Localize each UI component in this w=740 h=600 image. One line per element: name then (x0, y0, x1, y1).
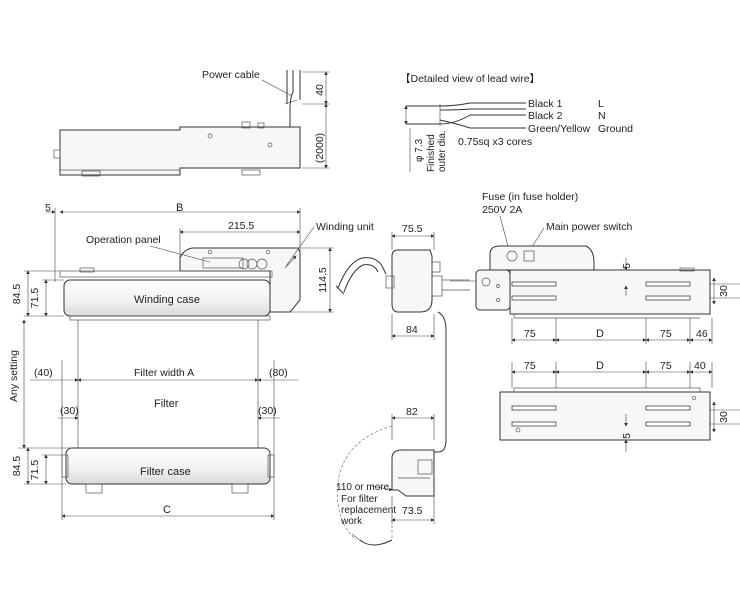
dim-73-5: 73.5 (402, 505, 423, 517)
terminal-ground: Ground (598, 123, 633, 135)
dim-215-5: 215.5 (228, 220, 254, 232)
operation-panel-label: Operation panel (86, 234, 161, 246)
dim-30-left: (30) (60, 405, 79, 417)
dim-114-5: 114.5 (317, 267, 329, 293)
dim-5-right: 5 (621, 263, 633, 269)
dim-40-right: 40 (694, 360, 706, 372)
dim-5-bottom: 5 (621, 433, 633, 439)
main-power-switch-label: Main power switch (546, 221, 633, 233)
dim-84: 84 (406, 324, 418, 336)
dim-30-right: (30) (258, 405, 277, 417)
mounting-view-lower: 75 D 75 40 30 5 (499, 360, 740, 452)
finished-label-2: outer dia. (437, 130, 448, 172)
dim-82: 82 (406, 406, 418, 418)
finished-label-1: Finished (426, 134, 437, 172)
wire-green-yellow: Green/Yellow (528, 123, 590, 135)
lead-wire-detail: 【Detailed view of lead wire】 Black 1 Bla… (400, 73, 633, 172)
filter-case-label: Filter case (140, 466, 191, 478)
clearance-label-2: For filter (341, 494, 378, 505)
front-view: 5 B 215.5 Winding unit Operation panel W… (8, 202, 374, 520)
dim-75-5: 75.5 (402, 223, 423, 235)
clearance-label-1: 110 or more (336, 482, 390, 493)
dim-c: C (163, 504, 171, 516)
dim-b: B (176, 202, 183, 214)
wire-black1: Black 1 (528, 98, 563, 110)
dim-75-d: 75 (660, 360, 672, 372)
filter-label: Filter (154, 398, 179, 410)
dim-5-left: 5 (45, 202, 51, 214)
dim-71-5-top: 71.5 (29, 288, 41, 309)
power-cable-label: Power cable (202, 69, 260, 81)
winding-unit-label: Winding unit (316, 221, 374, 233)
side-view: 75.5 84 82 73.5 (335, 223, 470, 546)
dim-75-a: 75 (524, 328, 536, 340)
dim-80: (80) (269, 367, 288, 379)
dim-40-left: (40) (34, 367, 53, 379)
wire-spec: 0.75sq x3 cores (458, 136, 532, 148)
dim-cable-40: 40 (314, 84, 326, 96)
lead-wire-title: 【Detailed view of lead wire】 (400, 73, 540, 85)
fuse-label-1: Fuse (in fuse holder) (482, 191, 578, 203)
terminal-n: N (598, 110, 606, 122)
any-setting-label: Any setting (8, 350, 20, 402)
dim-30-side-top: 30 (718, 285, 730, 297)
clearance-label-3: replacement (341, 505, 396, 516)
winding-case-label: Winding case (134, 294, 200, 306)
dim-75-b: 75 (660, 328, 672, 340)
dim-cable-2000: (2000) (314, 133, 326, 163)
mounting-view-upper: Fuse (in fuse holder) 250V 2A Main power… (450, 191, 740, 344)
dim-30-side-bottom: 30 (718, 411, 730, 423)
filter-width-label: Filter width A (134, 367, 194, 379)
outer-diameter: φ 7.3 (414, 138, 425, 162)
clearance-label-4: work (340, 516, 363, 527)
dim-75-c: 75 (524, 360, 536, 372)
wire-black2: Black 2 (528, 110, 563, 122)
dim-d-top: D (596, 328, 604, 340)
dim-71-5-bottom: 71.5 (29, 460, 41, 481)
fuse-label-2: 250V 2A (482, 204, 522, 216)
top-view: Power cable 40 (2000) (53, 69, 330, 177)
dim-84-5-top: 84.5 (11, 284, 23, 305)
dim-84-5-bottom: 84.5 (11, 456, 23, 477)
dim-d-bottom: D (596, 360, 604, 372)
terminal-l: L (598, 98, 604, 110)
dim-46: 46 (696, 328, 708, 340)
